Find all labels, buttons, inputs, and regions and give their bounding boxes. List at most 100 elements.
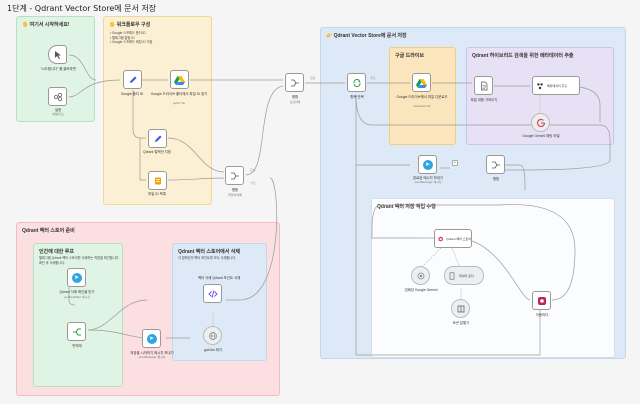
sticky-human: 인간에 대한 루프 텔레그램 Qdrant 벡터 스토어를 삭제하는 작업을 확… <box>33 243 123 387</box>
code-icon <box>207 289 218 298</box>
qdrant-store-node[interactable]: Qdrant 벡터 스토어 <box>434 229 472 248</box>
embeddings-label: 임베딩 Google Gemini <box>404 288 438 292</box>
gdrive-files-sublabel: getAll: file <box>172 101 186 105</box>
wire-label-true: 진실 <box>250 167 256 172</box>
gemini-icon <box>417 272 424 279</box>
embeddings-node[interactable] <box>411 266 430 285</box>
merge-icon <box>230 172 239 179</box>
info-extract-label: 메타데이터 추출 <box>547 83 568 88</box>
qdrant-icon <box>438 236 443 241</box>
data-loader-label: 데이터 로더 <box>459 273 474 278</box>
config-label: 설정 <box>54 108 62 112</box>
telegram-done-node[interactable]: ➤ <box>418 155 437 174</box>
file-icon <box>449 271 455 280</box>
http-request-label: gwt.ibs 제거 <box>204 348 222 352</box>
pencil-icon <box>129 76 136 83</box>
merge-icon <box>290 79 299 86</box>
loop-label: 항목 반복 <box>350 95 364 99</box>
move-file-node[interactable] <box>532 291 551 310</box>
telegram-done-sublabel: sendMessage: 메시지 <box>414 180 442 184</box>
loop-node[interactable] <box>347 73 366 92</box>
merge-main-sublabel: 포지션에 <box>289 100 301 104</box>
pencil-icon <box>154 135 161 142</box>
merge-main-label: 병합 <box>291 95 299 99</box>
ai-agent-icon <box>537 82 543 89</box>
gdrive-download-node[interactable] <box>412 73 431 92</box>
sticky-prepare-title: Qdrant 벡터 스토어 준비 <box>22 228 75 234</box>
delete-code-label: 벡터 삭제 Qdrant 포인트 삭제 <box>198 276 241 280</box>
move-file-label: 이동하다 <box>535 313 549 317</box>
approval-sublabel: sendAndWait: 메시지 <box>64 294 90 299</box>
stop-icon <box>537 296 546 305</box>
completion-msg-node[interactable]: ➤ <box>142 329 161 348</box>
doc-extract-label: 파일 내용 가져오기 <box>470 98 498 102</box>
qdrant-collection-node[interactable] <box>148 129 167 148</box>
delete-code-node[interactable] <box>203 284 222 303</box>
google-drive-icon <box>174 75 185 85</box>
http-request-node[interactable] <box>203 326 222 345</box>
merge-right-label: 병합 <box>492 177 500 181</box>
if-icon <box>72 327 81 336</box>
text-splitter-icon <box>457 305 464 312</box>
sticky-delete-line-1: 각 컬렉션의 벡터 포인트를 모두 삭제합니다. <box>178 256 237 260</box>
info-extract-node[interactable]: 메타데이터 추출 <box>532 76 580 95</box>
globe-icon <box>208 331 217 340</box>
if-label: 만약에 <box>72 344 82 348</box>
sticky-workflow-title: 🖐 워크플로우 구성 <box>109 22 151 28</box>
sticky-human-title: 인간에 대한 루프 <box>39 249 74 255</box>
gfolder-node[interactable] <box>123 70 142 89</box>
approval-label: Qdrant 삭제 확인을 받기 <box>59 290 95 294</box>
sticky-delete-title: Qdrant 벡터 스토어에서 삭제 <box>178 249 240 255</box>
merge1-label: 병합 <box>231 188 239 192</box>
config-sublabel: (매핑필드) <box>51 112 65 116</box>
sticky-workflow-line-3: • Google 스프레드 매칭 ID 지정 <box>110 40 153 44</box>
approval-node[interactable]: ➤ <box>67 268 86 287</box>
sticky-start-title: 🖐 여기서 시작하세요! <box>22 22 70 28</box>
gemini-node[interactable] <box>531 113 550 132</box>
sticky-google-drive-title: 구글 드라이브 <box>395 53 424 59</box>
gdrive-files-label: Google 드라이브 폴더에서 파일 ID 찾기 <box>150 92 208 96</box>
gdrive-download-sublabel: download: file <box>413 104 431 108</box>
add-node-button[interactable]: + <box>452 160 458 166</box>
qdrant-collection-label: Qdrant 컬렉션 지정 <box>143 150 171 154</box>
gfolder-label: Google 폴더 ID <box>120 92 144 96</box>
completion-msg-label: 저장을 시작하기 메시지 보내기 <box>130 351 174 355</box>
file-id-list-node[interactable] <box>148 171 167 190</box>
config-node[interactable] <box>48 87 67 106</box>
set-fields-icon <box>53 92 62 101</box>
wire-label-false: 거짓 <box>250 180 256 185</box>
doc-extract-node[interactable] <box>474 76 493 95</box>
code-icon <box>154 177 161 184</box>
loop-icon <box>352 78 361 87</box>
merge-main-node[interactable] <box>285 73 304 92</box>
sticky-upsert-title: Qdrant 벡터 저장 작업 수행 <box>377 204 436 210</box>
sticky-human-line-1: 텔레그램 Qdrant 벡터 스토어를 삭제하는 작업을 확인합니다. <box>39 256 120 260</box>
merge1-sublabel: 결합에 의해 <box>228 193 242 197</box>
qdrant-store-label: Qdrant 벡터 스토어 <box>446 236 471 241</box>
manual-trigger-node[interactable] <box>48 45 67 64</box>
google-icon <box>536 118 545 127</box>
sticky-human-line-2: 확인 후 삭제합니다. <box>39 260 66 265</box>
data-loader-node[interactable]: 데이터 로더 <box>444 266 484 285</box>
file-id-list-label: 파일 ID 목록 <box>148 192 166 196</box>
token-split-label: 토큰 분할기 <box>452 321 470 325</box>
cursor-icon <box>54 50 61 59</box>
wire-label-done: 완료 <box>310 75 316 80</box>
token-split-node[interactable] <box>451 299 470 318</box>
gemini-label: Google Gemini 채팅 모델 <box>522 134 560 138</box>
sticky-workflow-line-1: • Google 스프레드 폴더 ID <box>110 31 146 35</box>
sticky-google-drive: 구글 드라이브 <box>389 47 456 145</box>
page-title: 1단계 - Qdrant Vector Store에 문서 저장 <box>7 4 157 13</box>
merge-right-node[interactable] <box>486 155 505 174</box>
merge1-node[interactable] <box>225 166 244 185</box>
completion-msg-sublabel: sendMessage: 메시지 <box>138 355 166 359</box>
telegram-icon: ➤ <box>422 159 433 170</box>
wire-label-loop: 루프 <box>370 75 376 80</box>
document-icon <box>480 81 487 90</box>
telegram-icon: ➤ <box>71 272 82 283</box>
manual-trigger-label: "시도합니다" 를 클릭하면 <box>40 67 76 71</box>
if-node[interactable] <box>67 322 86 341</box>
telegram-done-label: 완료된 메시지 보내기 <box>413 176 443 180</box>
google-drive-icon <box>416 78 427 88</box>
gdrive-files-node[interactable] <box>170 70 189 89</box>
